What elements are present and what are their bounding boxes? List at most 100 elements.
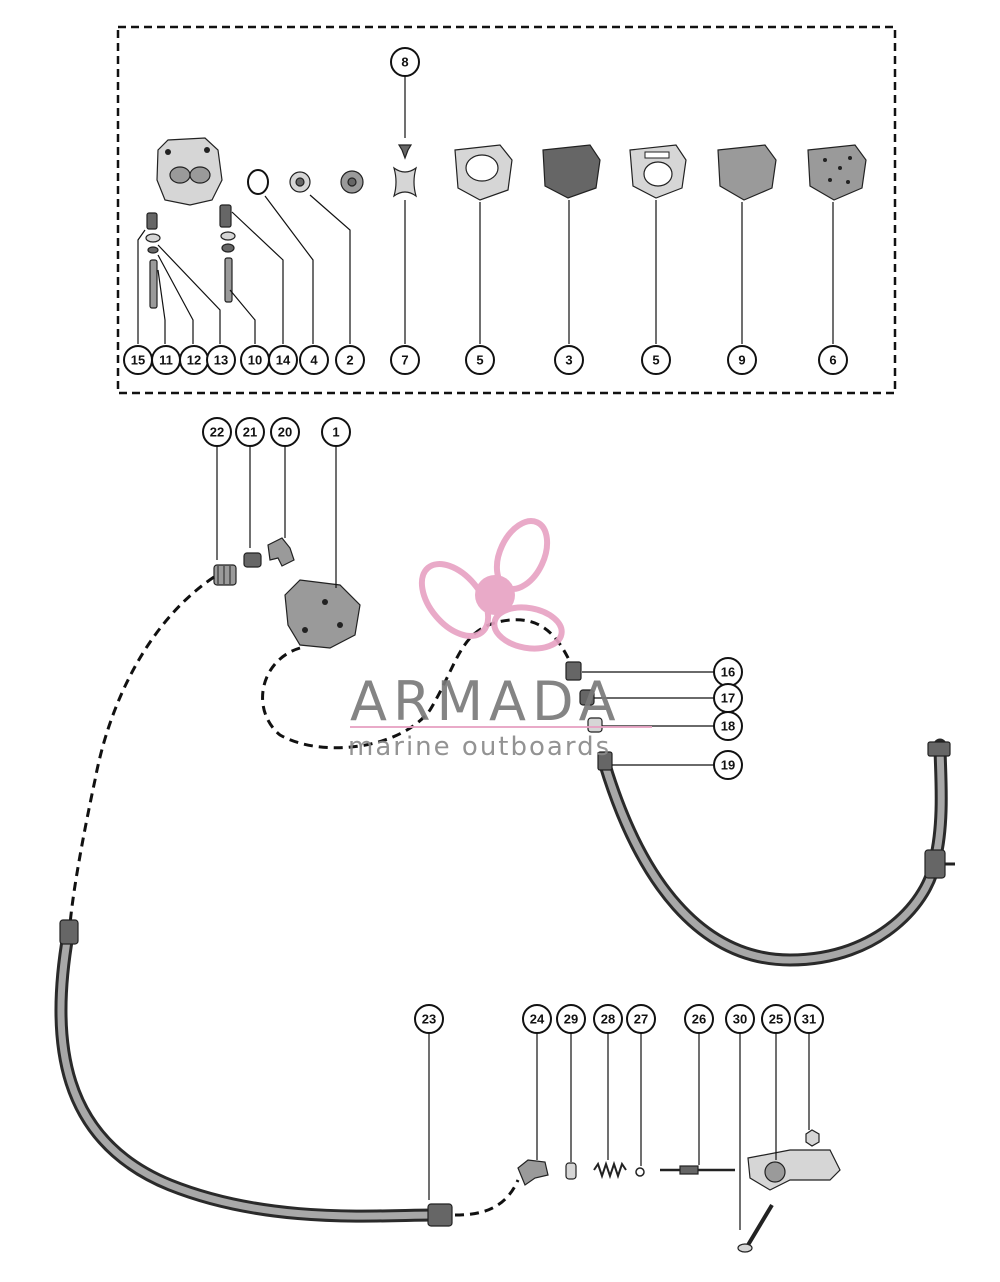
svg-text:15: 15 bbox=[131, 353, 145, 368]
svg-text:17: 17 bbox=[721, 691, 735, 706]
sleeve-18-part bbox=[587, 717, 603, 733]
gasket-5b-part bbox=[629, 144, 687, 199]
ball-27-part bbox=[635, 1167, 645, 1177]
callout-11: 11 bbox=[151, 345, 181, 375]
callout-28: 28 bbox=[593, 1004, 623, 1034]
callout-24: 24 bbox=[522, 1004, 552, 1034]
o-ring-part bbox=[247, 169, 269, 195]
gasket-5a-part bbox=[454, 144, 513, 201]
svg-text:4: 4 bbox=[310, 353, 318, 368]
callout-21: 21 bbox=[235, 417, 265, 447]
callout-5b: 5 bbox=[641, 345, 671, 375]
svg-text:26: 26 bbox=[692, 1012, 706, 1027]
svg-text:28: 28 bbox=[601, 1012, 615, 1027]
svg-text:29: 29 bbox=[564, 1012, 578, 1027]
svg-text:6: 6 bbox=[829, 353, 836, 368]
callout-14: 14 bbox=[268, 345, 298, 375]
callout-17: 17 bbox=[713, 683, 743, 713]
svg-text:31: 31 bbox=[802, 1012, 816, 1027]
callout-23: 23 bbox=[414, 1004, 444, 1034]
propeller-logo-icon bbox=[418, 518, 565, 652]
callout-8: 8 bbox=[390, 47, 420, 77]
fuel-line-dashed-lower bbox=[454, 1179, 520, 1217]
callout-20: 20 bbox=[270, 417, 300, 447]
callout-15: 15 bbox=[123, 345, 153, 375]
svg-text:12: 12 bbox=[187, 353, 201, 368]
assembly-leader-lines bbox=[216, 446, 810, 1230]
svg-text:16: 16 bbox=[721, 665, 735, 680]
fuel-hose-23-part bbox=[54, 919, 453, 1227]
svg-text:18: 18 bbox=[721, 719, 735, 734]
callout-30: 30 bbox=[725, 1004, 755, 1034]
spring-28-part bbox=[593, 1160, 627, 1180]
svg-text:30: 30 bbox=[733, 1012, 747, 1027]
callout-4: 4 bbox=[299, 345, 329, 375]
callout-29: 29 bbox=[556, 1004, 586, 1034]
bolt-group-left bbox=[145, 212, 161, 309]
callout-31: 31 bbox=[794, 1004, 824, 1034]
callout-13: 13 bbox=[206, 345, 236, 375]
repair-kit-box bbox=[116, 25, 897, 395]
svg-text:21: 21 bbox=[243, 425, 257, 440]
svg-text:5: 5 bbox=[476, 353, 483, 368]
watermark: ARMADA marine outboards bbox=[348, 518, 652, 762]
callout-6: 6 bbox=[818, 345, 848, 375]
svg-text:14: 14 bbox=[276, 353, 291, 368]
elbow-fitting-24-part bbox=[517, 1159, 549, 1186]
check-valve-part bbox=[289, 170, 364, 194]
fitting-21-part bbox=[243, 552, 262, 568]
pump-base-part bbox=[156, 137, 223, 206]
watermark-brand: ARMADA bbox=[350, 670, 622, 733]
callout-5a: 5 bbox=[465, 345, 495, 375]
fuel-line-dashed-loop bbox=[261, 618, 575, 750]
pin-26-part bbox=[660, 1165, 735, 1175]
svg-text:2: 2 bbox=[346, 353, 353, 368]
svg-text:11: 11 bbox=[159, 353, 173, 368]
svg-text:20: 20 bbox=[278, 425, 292, 440]
callout-16: 16 bbox=[713, 657, 743, 687]
callout-26: 26 bbox=[684, 1004, 714, 1034]
callout-12: 12 bbox=[179, 345, 209, 375]
svg-text:9: 9 bbox=[738, 353, 745, 368]
callout-7: 7 bbox=[390, 345, 420, 375]
fuel-line-dashed-long bbox=[68, 575, 215, 926]
bolt-group-right bbox=[219, 204, 236, 303]
screw-and-clip-part bbox=[392, 144, 418, 198]
callout-10: 10 bbox=[240, 345, 270, 375]
diaphragm-9-part bbox=[717, 144, 777, 201]
svg-text:22: 22 bbox=[210, 425, 224, 440]
nut-31-part bbox=[805, 1129, 820, 1147]
diaphragm-3-part bbox=[542, 144, 601, 199]
callout-27: 27 bbox=[626, 1004, 656, 1034]
svg-text:10: 10 bbox=[248, 353, 262, 368]
elbow-fitting-20-part bbox=[267, 537, 295, 567]
svg-text:25: 25 bbox=[769, 1012, 783, 1027]
svg-text:13: 13 bbox=[214, 353, 228, 368]
fuel-pump-body-part bbox=[284, 579, 361, 649]
svg-text:7: 7 bbox=[401, 353, 408, 368]
valve-body-25-part bbox=[747, 1149, 841, 1191]
svg-text:19: 19 bbox=[721, 758, 735, 773]
plug-29-part bbox=[565, 1162, 577, 1180]
callout-22: 22 bbox=[202, 417, 232, 447]
callout-1: 1 bbox=[321, 417, 351, 447]
svg-text:1: 1 bbox=[332, 425, 339, 440]
callout-18: 18 bbox=[713, 711, 743, 741]
kit-leader-lines bbox=[137, 76, 834, 344]
screw-30-part bbox=[737, 1203, 774, 1253]
callout-9: 9 bbox=[727, 345, 757, 375]
callout-2: 2 bbox=[335, 345, 365, 375]
callout-3: 3 bbox=[554, 345, 584, 375]
watermark-tagline: marine outboards bbox=[348, 732, 611, 762]
svg-text:5: 5 bbox=[652, 353, 659, 368]
svg-text:8: 8 bbox=[401, 55, 408, 70]
plate-6-part bbox=[807, 144, 867, 201]
fitting-22-part bbox=[213, 564, 237, 586]
svg-text:3: 3 bbox=[565, 353, 572, 368]
svg-text:24: 24 bbox=[530, 1012, 545, 1027]
svg-text:23: 23 bbox=[422, 1012, 436, 1027]
fuel-hose-19-part bbox=[597, 738, 955, 967]
fitting-16-part bbox=[565, 661, 582, 681]
callout-25: 25 bbox=[761, 1004, 791, 1034]
